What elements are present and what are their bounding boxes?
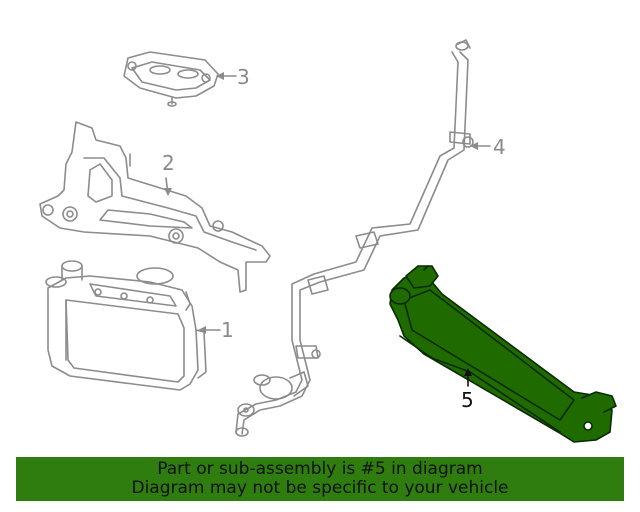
leader-5: [464, 368, 472, 387]
part-1-abs-module[interactable]: [45, 260, 207, 391]
banner-line-disclaimer: Diagram may not be specific to your vehi…: [131, 478, 509, 498]
leader-arrows: [164, 72, 478, 334]
callout-3: 3: [237, 65, 250, 89]
callout-2: 2: [162, 151, 175, 175]
part-5-cooler-highlighted[interactable]: [389, 265, 617, 443]
banner-line-part: Part or sub-assembly is #5 in diagram: [157, 459, 483, 479]
leader-lines: [165, 75, 491, 331]
part-2-module-bracket[interactable]: [39, 121, 271, 293]
parts-diagram: 3 2 1 4 5: [39, 39, 617, 443]
callout-5: 5: [461, 388, 474, 412]
part-3-bracket[interactable]: [123, 51, 219, 107]
callout-4: 4: [493, 135, 506, 159]
info-banner: Part or sub-assembly is #5 in diagram Di…: [16, 457, 624, 501]
callout-1: 1: [221, 318, 234, 342]
part-4-hose-line[interactable]: [235, 39, 474, 437]
